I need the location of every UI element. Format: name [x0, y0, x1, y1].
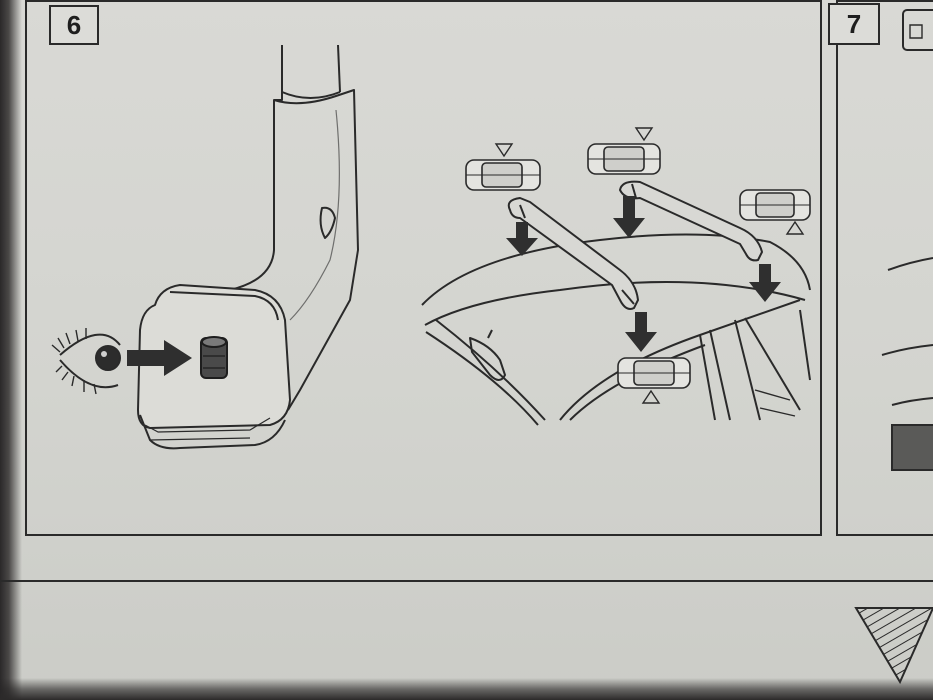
- arrow-down-icon: [506, 196, 781, 352]
- step-7-panel: [836, 0, 933, 536]
- car-roof-drawing: [421, 233, 811, 426]
- triangle-marker-icon: [494, 127, 805, 404]
- eye-icon: [51, 328, 121, 395]
- footer-divider: [0, 580, 933, 582]
- page-bottom-shadow: [0, 678, 933, 700]
- bolt-icon: [200, 336, 228, 379]
- step-6-panel: [25, 0, 822, 536]
- car-top-view-icon: [739, 189, 811, 221]
- step-6-number: 6: [49, 5, 99, 45]
- page-edge-shadow: [0, 0, 22, 700]
- front-roof-bar: [507, 197, 639, 310]
- arrow-right-icon: [127, 340, 192, 376]
- car-top-view-icon: [465, 159, 541, 191]
- roof-bar-foot-drawing: [137, 44, 359, 450]
- step-7-partial-drawing: [881, 9, 933, 471]
- car-top-view-icon: [587, 143, 661, 175]
- step-7-label: 7: [846, 8, 862, 39]
- car-top-view-icon: [617, 357, 691, 389]
- step-6-label: 6: [66, 9, 82, 40]
- step-7-number: 7: [828, 3, 880, 45]
- hatched-triangle-icon: [854, 607, 933, 685]
